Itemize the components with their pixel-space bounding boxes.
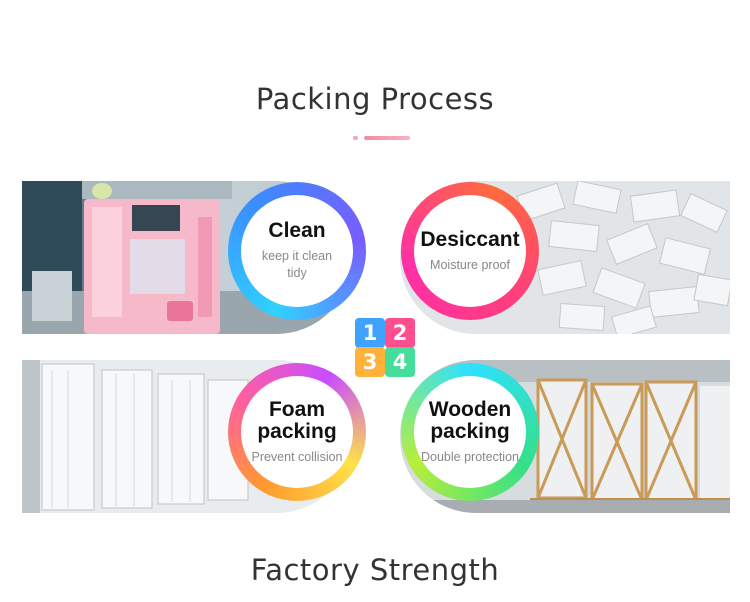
step-desiccant-title: Desiccant bbox=[420, 227, 520, 251]
title-divider-line bbox=[364, 136, 410, 140]
step-desiccant-subtitle: Moisture proof bbox=[430, 257, 510, 272]
step-desiccant-ring: Desiccant Moisture proof bbox=[401, 182, 539, 320]
step-wooden-content: Wooden packing Double protection bbox=[414, 376, 526, 488]
step-wooden-ring: Wooden packing Double protection bbox=[401, 363, 539, 501]
step-foam-subtitle: Prevent collision bbox=[251, 449, 343, 464]
step-foam-content: Foam packing Prevent collision bbox=[241, 376, 353, 488]
step-number-1: 1 bbox=[355, 318, 385, 348]
step-clean-subtitle: keep it clean tidy bbox=[261, 249, 333, 280]
step-wooden-subtitle: Double protection bbox=[421, 449, 519, 464]
page-title: Packing Process bbox=[255, 82, 495, 116]
step-foam-ring: Foam packing Prevent collision bbox=[228, 363, 366, 501]
step-wooden-title: Wooden packing bbox=[428, 397, 512, 443]
step-clean-content: Clean keep it clean tidy bbox=[241, 195, 353, 307]
step-number-2: 2 bbox=[385, 318, 415, 348]
step-foam-title: Foam packing bbox=[257, 397, 337, 443]
step-clean-ring: Clean keep it clean tidy bbox=[228, 182, 366, 320]
title-divider-dot bbox=[353, 136, 358, 140]
step-number-3: 3 bbox=[355, 347, 385, 377]
section-title-factory: Factory Strength bbox=[250, 553, 500, 587]
step-clean-title: Clean bbox=[268, 219, 326, 242]
step-number-4: 4 bbox=[385, 347, 415, 377]
step-desiccant-content: Desiccant Moisture proof bbox=[414, 195, 526, 307]
